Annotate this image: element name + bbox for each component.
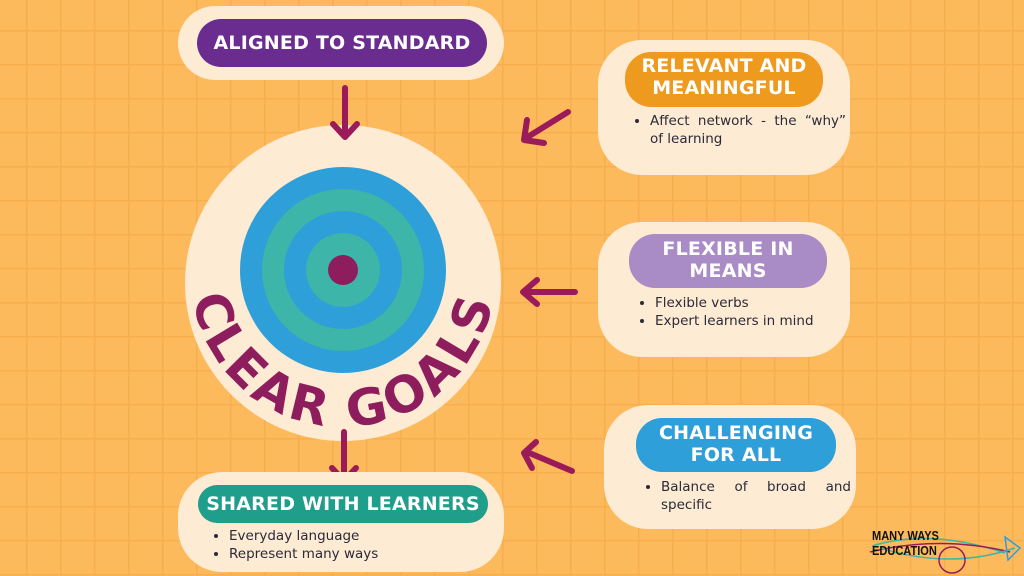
challenging-bullets: Balance of broad and specific <box>643 478 851 514</box>
arrow-flexible <box>520 277 578 307</box>
bullet-item: Flexible verbs <box>655 294 855 312</box>
shared-title: SHARED WITH LEARNERS <box>198 485 488 523</box>
target-bullseye <box>328 255 358 285</box>
flexible-bullets: Flexible verbsExpert learners in mind <box>637 294 855 330</box>
bullet-item: Balance of broad and specific <box>661 478 851 514</box>
arrow-challenging <box>521 439 575 474</box>
challenging-title-line2: FOR ALL <box>690 444 782 466</box>
shared-bullets: Everyday languageRepresent many ways <box>211 527 489 563</box>
flexible-title-line1: FLEXIBLE IN <box>662 238 794 260</box>
bullet-item: Everyday language <box>229 527 489 545</box>
relevant-title-line1: RELEVANT AND <box>641 55 807 77</box>
flexible-title-line2: MEANS <box>689 260 767 282</box>
logo-text: MANY WAYS EDUCATION <box>872 528 939 558</box>
bullet-item: Affect network - the “why” of learning <box>650 112 846 148</box>
logo-mark <box>869 535 1022 574</box>
challenging-title-line1: CHALLENGING <box>658 422 813 444</box>
arrow-down-top <box>330 85 360 140</box>
aligned-title: ALIGNED TO STANDARD <box>197 19 487 67</box>
bullet-item: Represent many ways <box>229 545 489 563</box>
relevant-title-line2: MEANINGFUL <box>652 77 796 99</box>
arrow-relevant <box>521 109 571 146</box>
bullet-item: Expert learners in mind <box>655 312 855 330</box>
relevant-bullets: Affect network - the “why” of learning <box>632 112 846 148</box>
